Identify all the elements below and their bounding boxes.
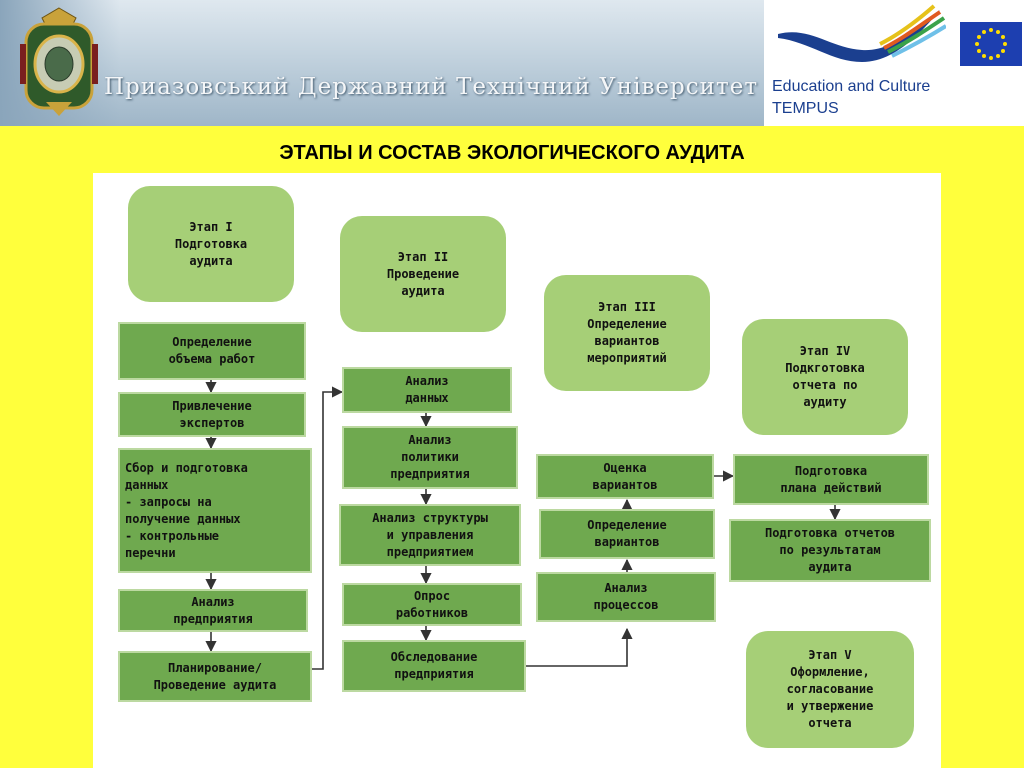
col3-step-define-options-label: Определение вариантов bbox=[587, 517, 666, 551]
col3-step-evaluate-options: Оценка вариантов bbox=[536, 454, 714, 499]
stage-1-label: Этап I Подготовка аудита bbox=[175, 219, 247, 270]
stage-2: Этап II Проведение аудита bbox=[340, 216, 506, 332]
data-collection-line: получение данных bbox=[125, 511, 248, 528]
col1-step-experts: Привлечение экспертов bbox=[118, 392, 306, 437]
col3-step-process-analysis-label: Анализ процессов bbox=[593, 580, 658, 614]
university-banner: Приазовський Державний Технічний Універс… bbox=[0, 0, 764, 126]
audit-stages-diagram: Этап I Подготовка аудита Этап II Проведе… bbox=[93, 173, 941, 768]
university-name: Приазовський Державний Технічний Універс… bbox=[104, 74, 758, 100]
stage-4: Этап IV Подкготовка отчета по аудиту bbox=[742, 319, 908, 435]
col4-step-reports-label: Подготовка отчетов по результатам аудита bbox=[765, 525, 895, 576]
col1-step-enterprise-analysis: Анализ предприятия bbox=[118, 589, 308, 632]
stage-1: Этап I Подготовка аудита bbox=[128, 186, 294, 302]
col1-step-data-collection: Сбор и подготовка данных - запросы на по… bbox=[118, 448, 312, 573]
col1-step-scope-label: Определение объема работ bbox=[169, 334, 256, 368]
col2-step-structure-analysis-label: Анализ структуры и управления предприяти… bbox=[372, 510, 488, 561]
col2-step-inspection: Обследование предприятия bbox=[342, 640, 526, 692]
stage-2-label: Этап II Проведение аудита bbox=[387, 249, 459, 300]
data-collection-line: Сбор и подготовка bbox=[125, 460, 248, 477]
slide-title: ЭТАПЫ И СОСТАВ ЭКОЛОГИЧЕСКОГО АУДИТА bbox=[0, 142, 1024, 165]
col1-step-scope: Определение объема работ bbox=[118, 322, 306, 380]
col2-step-staff-survey-label: Опрос работников bbox=[396, 588, 468, 622]
tempus-caption-line2: TEMPUS bbox=[772, 98, 930, 120]
tempus-swoosh-icon bbox=[770, 4, 946, 68]
data-collection-line: данных bbox=[125, 477, 248, 494]
eu-flag-icon bbox=[960, 22, 1022, 66]
col4-step-reports: Подготовка отчетов по результатам аудита bbox=[729, 519, 931, 582]
header-banner: Приазовський Державний Технічний Універс… bbox=[0, 0, 1024, 126]
stage-5-label: Этап V Оформление, согласование и утверж… bbox=[787, 647, 874, 732]
tempus-caption: Education and Culture TEMPUS bbox=[772, 76, 930, 120]
col1-step-planning: Планирование/ Проведение аудита bbox=[118, 651, 312, 702]
col1-step-data-collection-lines: Сбор и подготовка данных - запросы на по… bbox=[125, 460, 248, 562]
col3-step-evaluate-options-label: Оценка вариантов bbox=[592, 460, 657, 494]
col2-step-structure-analysis: Анализ структуры и управления предприяти… bbox=[339, 504, 521, 566]
col3-step-define-options: Определение вариантов bbox=[539, 509, 715, 559]
data-collection-line: - запросы на bbox=[125, 494, 248, 511]
col3-step-process-analysis: Анализ процессов bbox=[536, 572, 716, 622]
col1-step-planning-label: Планирование/ Проведение аудита bbox=[154, 660, 277, 694]
stage-3-label: Этап III Определение вариантов мероприят… bbox=[587, 299, 666, 367]
col2-step-inspection-label: Обследование предприятия bbox=[391, 649, 478, 683]
data-collection-line: перечни bbox=[125, 545, 248, 562]
stage-3: Этап III Определение вариантов мероприят… bbox=[544, 275, 710, 391]
col4-step-action-plan-label: Подготовка плана действий bbox=[780, 463, 881, 497]
university-emblem-icon bbox=[16, 4, 102, 120]
col4-step-action-plan: Подготовка плана действий bbox=[733, 454, 929, 505]
tempus-caption-line1: Education and Culture bbox=[772, 76, 930, 98]
col2-step-policy-analysis: Анализ политики предприятия bbox=[342, 426, 518, 489]
data-collection-line: - контрольные bbox=[125, 528, 248, 545]
col2-step-data-analysis: Анализ данных bbox=[342, 367, 512, 413]
col2-step-staff-survey: Опрос работников bbox=[342, 583, 522, 626]
col2-step-data-analysis-label: Анализ данных bbox=[405, 373, 448, 407]
stage-4-label: Этап IV Подкготовка отчета по аудиту bbox=[785, 343, 864, 411]
tempus-logo-panel: Education and Culture TEMPUS bbox=[764, 0, 1024, 126]
col2-step-policy-analysis-label: Анализ политики предприятия bbox=[390, 432, 469, 483]
col1-step-enterprise-analysis-label: Анализ предприятия bbox=[173, 594, 252, 628]
col1-step-experts-label: Привлечение экспертов bbox=[172, 398, 251, 432]
stage-5: Этап V Оформление, согласование и утверж… bbox=[746, 631, 914, 748]
